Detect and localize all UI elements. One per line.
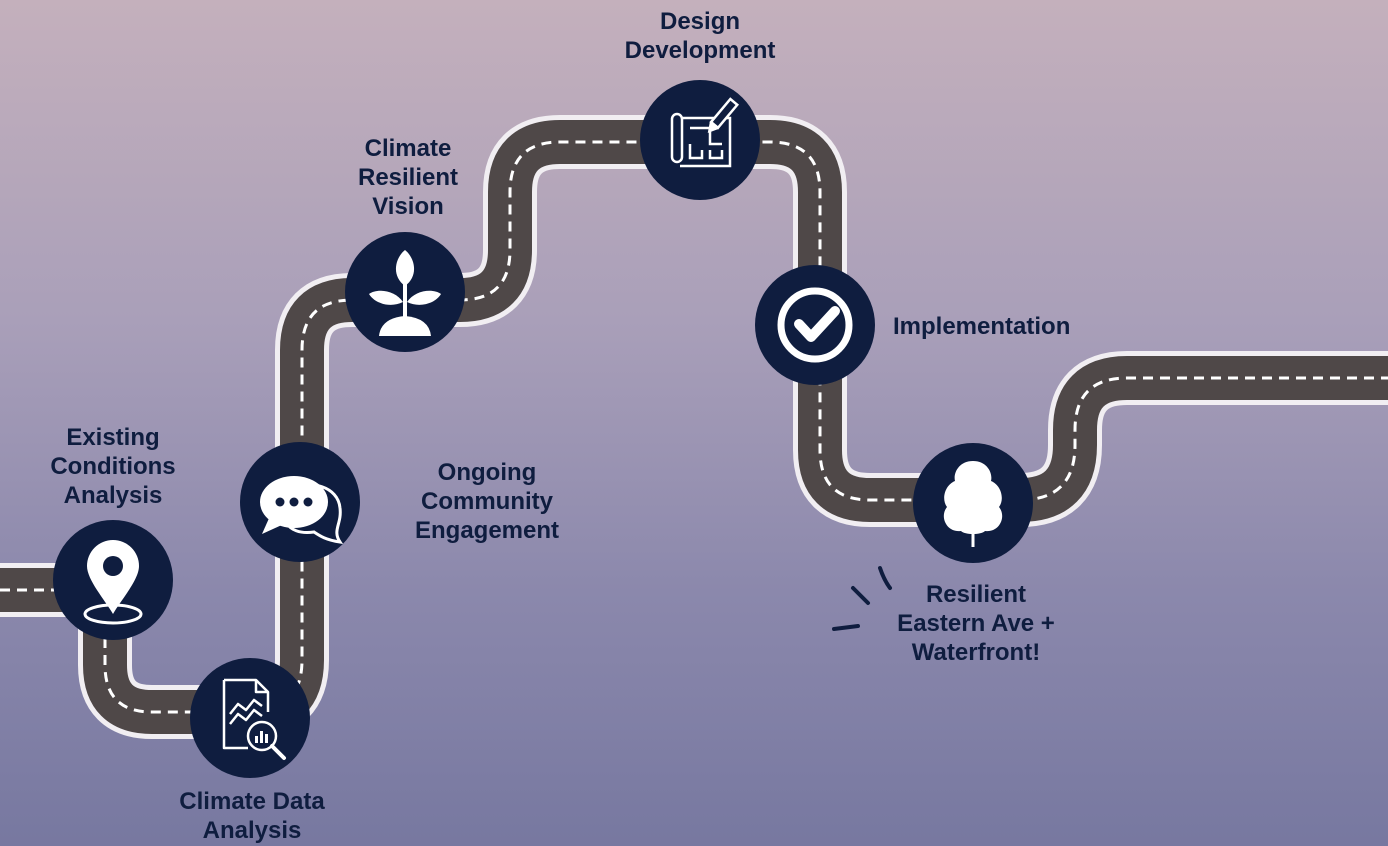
label-line: Development (624, 37, 776, 64)
speech-bubbles-icon (260, 476, 344, 544)
label-line: Community (421, 488, 553, 515)
step-label-implementation: Implementation (893, 312, 1070, 341)
step-label-climate-data: Climate Data Analysis (179, 787, 324, 845)
checkmark-circle-icon (777, 287, 853, 363)
step-node-design (640, 80, 760, 200)
label-line: Implementation (893, 313, 1071, 340)
celebration-marks (832, 566, 892, 631)
label-line: Resilient (357, 164, 459, 191)
step-node-implementation (755, 265, 875, 385)
road-edge (0, 142, 1388, 712)
label-line: Engagement (414, 517, 560, 544)
step-label-vision: Climate Resilient Vision (358, 134, 458, 221)
road-center-dashes (0, 140, 1388, 714)
sprout-icon (369, 250, 441, 336)
label-line: Resilient (925, 581, 1027, 608)
step-node-resilient (913, 443, 1033, 563)
label-line: Climate (364, 135, 452, 162)
step-label-resilient: Resilient Eastern Ave + Waterfront! (897, 580, 1055, 667)
step-node-climate-data (190, 658, 310, 778)
step-node-existing (53, 520, 173, 640)
label-line: Waterfront! (911, 639, 1041, 666)
map-pin-icon (83, 540, 143, 625)
tree-icon (943, 461, 1003, 547)
step-node-engagement (240, 442, 360, 562)
label-line: Existing (66, 424, 160, 451)
step-label-existing: Existing Conditions Analysis (50, 423, 175, 510)
label-line: Vision (372, 193, 444, 220)
road (0, 142, 1388, 712)
step-node-vision (345, 232, 465, 352)
label-line: Conditions (50, 453, 176, 480)
label-line: Eastern Ave + (897, 610, 1055, 637)
label-line: Climate Data (179, 788, 325, 815)
data-report-magnifier-icon (222, 678, 286, 760)
label-line: Ongoing (437, 459, 537, 486)
label-line: Design (659, 8, 741, 35)
blueprint-pencil-icon (670, 97, 740, 168)
label-line: Analysis (63, 482, 163, 509)
step-label-design: Design Development (625, 7, 776, 65)
label-line: Analysis (202, 817, 302, 844)
step-label-engagement: Ongoing Community Engagement (415, 458, 559, 545)
